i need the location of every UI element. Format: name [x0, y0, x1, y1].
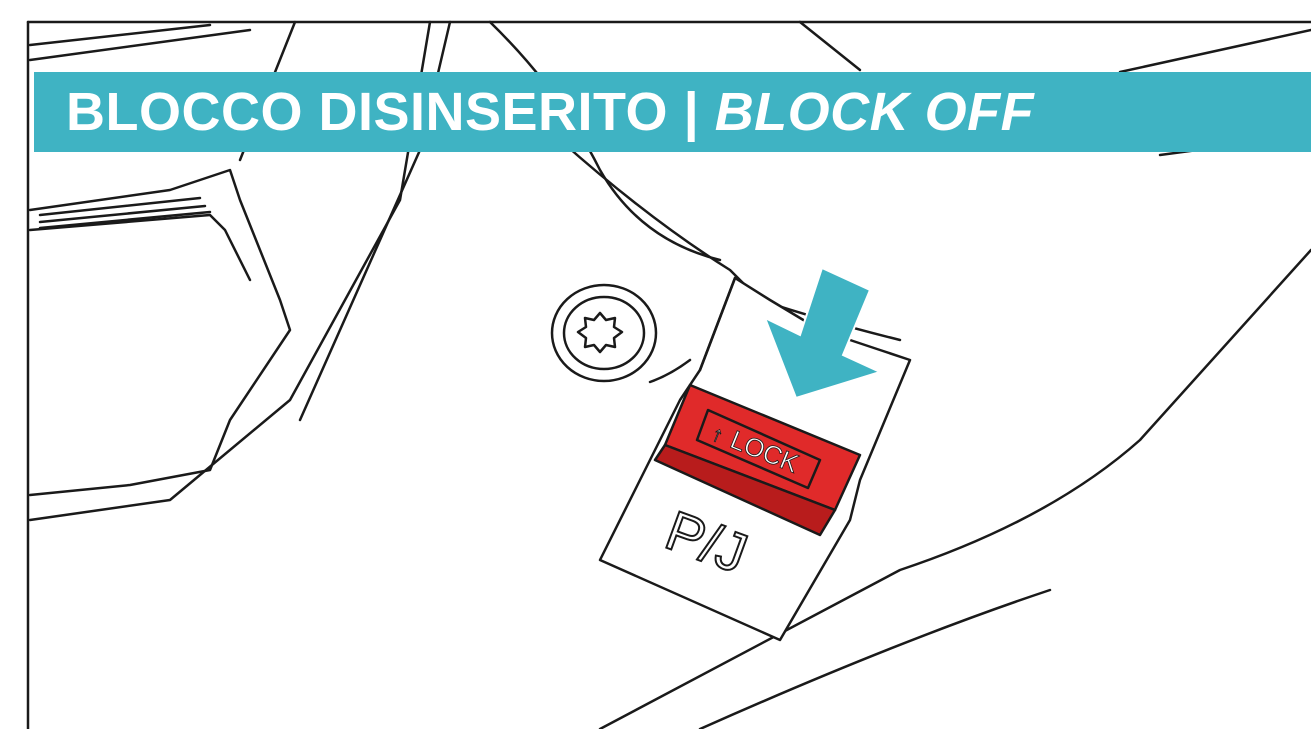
upper-left-strut [28, 23, 212, 47]
upper-left-strut [28, 28, 252, 62]
title-banner: BLOCCO DISINSERITO | BLOCK OFF [34, 72, 1311, 152]
title-separator: | [668, 82, 715, 142]
top-curve [488, 20, 722, 262]
seat-body-contour [698, 588, 1052, 729]
switch-housing-line [698, 276, 737, 372]
left-block-stitch [38, 204, 207, 224]
torx-screw-icon [550, 283, 692, 384]
top-curve [798, 20, 862, 72]
title-italian: BLOCCO DISINSERITO [66, 82, 669, 142]
left-block-stitch [38, 196, 202, 217]
title-english: BLOCK OFF [714, 82, 1035, 142]
seat-body-contour [598, 248, 1311, 729]
left-block-stitch [38, 210, 212, 230]
lock-slider-front [653, 443, 837, 537]
left-block-edge [28, 213, 252, 282]
arrow-down-left-icon [763, 266, 883, 400]
top-right-line [1118, 28, 1311, 74]
lock-label-box [695, 408, 822, 490]
lock-slider [653, 383, 862, 537]
left-block [28, 168, 292, 497]
